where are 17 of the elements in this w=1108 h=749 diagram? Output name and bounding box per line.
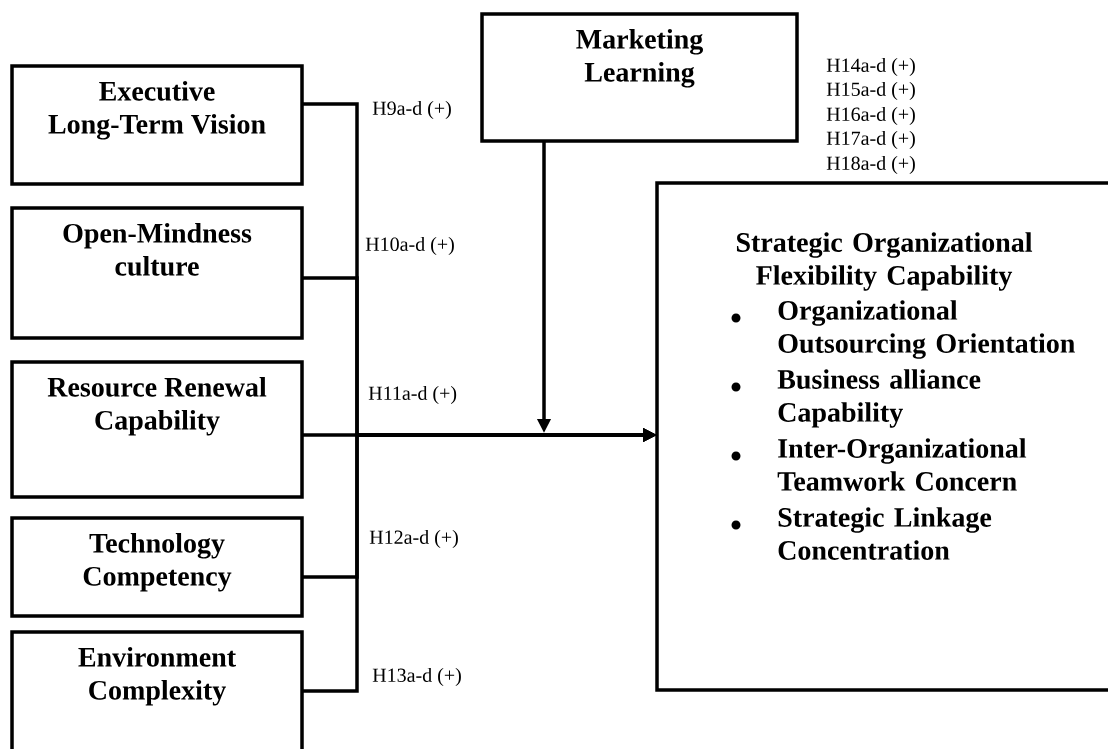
- construct-box: Strategic Organizational Flexibility Capability Organizational Outsourcing Orientation Business alliance Capability Inter-Organizational Teamwork Concern Strategic Linkage Concentration: [655, 181, 1108, 692]
- hypothesis-label: H17a-d (+): [826, 130, 915, 150]
- edge-label: H13a-d (+): [371, 666, 463, 688]
- construct-box: Open-Mindness culture: [10, 206, 304, 340]
- construct-box: Technology Competency: [10, 516, 304, 618]
- construct-box: Executive Long-Term Vision: [10, 64, 304, 186]
- hypothesis-label: H14a-d (+): [826, 57, 915, 77]
- edge-label: H11a-d (+): [367, 384, 459, 406]
- construct-box: Resource Renewal Capability: [10, 360, 304, 499]
- hypothesis-label: H18a-d (+): [826, 155, 915, 175]
- edge-label: H9a-d (+): [371, 99, 453, 121]
- construct-box: Environment Complexity: [10, 630, 304, 749]
- hypothesis-label: H16a-d (+): [826, 106, 915, 126]
- edge-label: H12a-d (+): [368, 528, 460, 550]
- edge-label: H10a-d (+): [364, 235, 456, 257]
- hypothesis-label: H15a-d (+): [826, 81, 915, 101]
- construct-box: Marketing Learning: [480, 12, 799, 143]
